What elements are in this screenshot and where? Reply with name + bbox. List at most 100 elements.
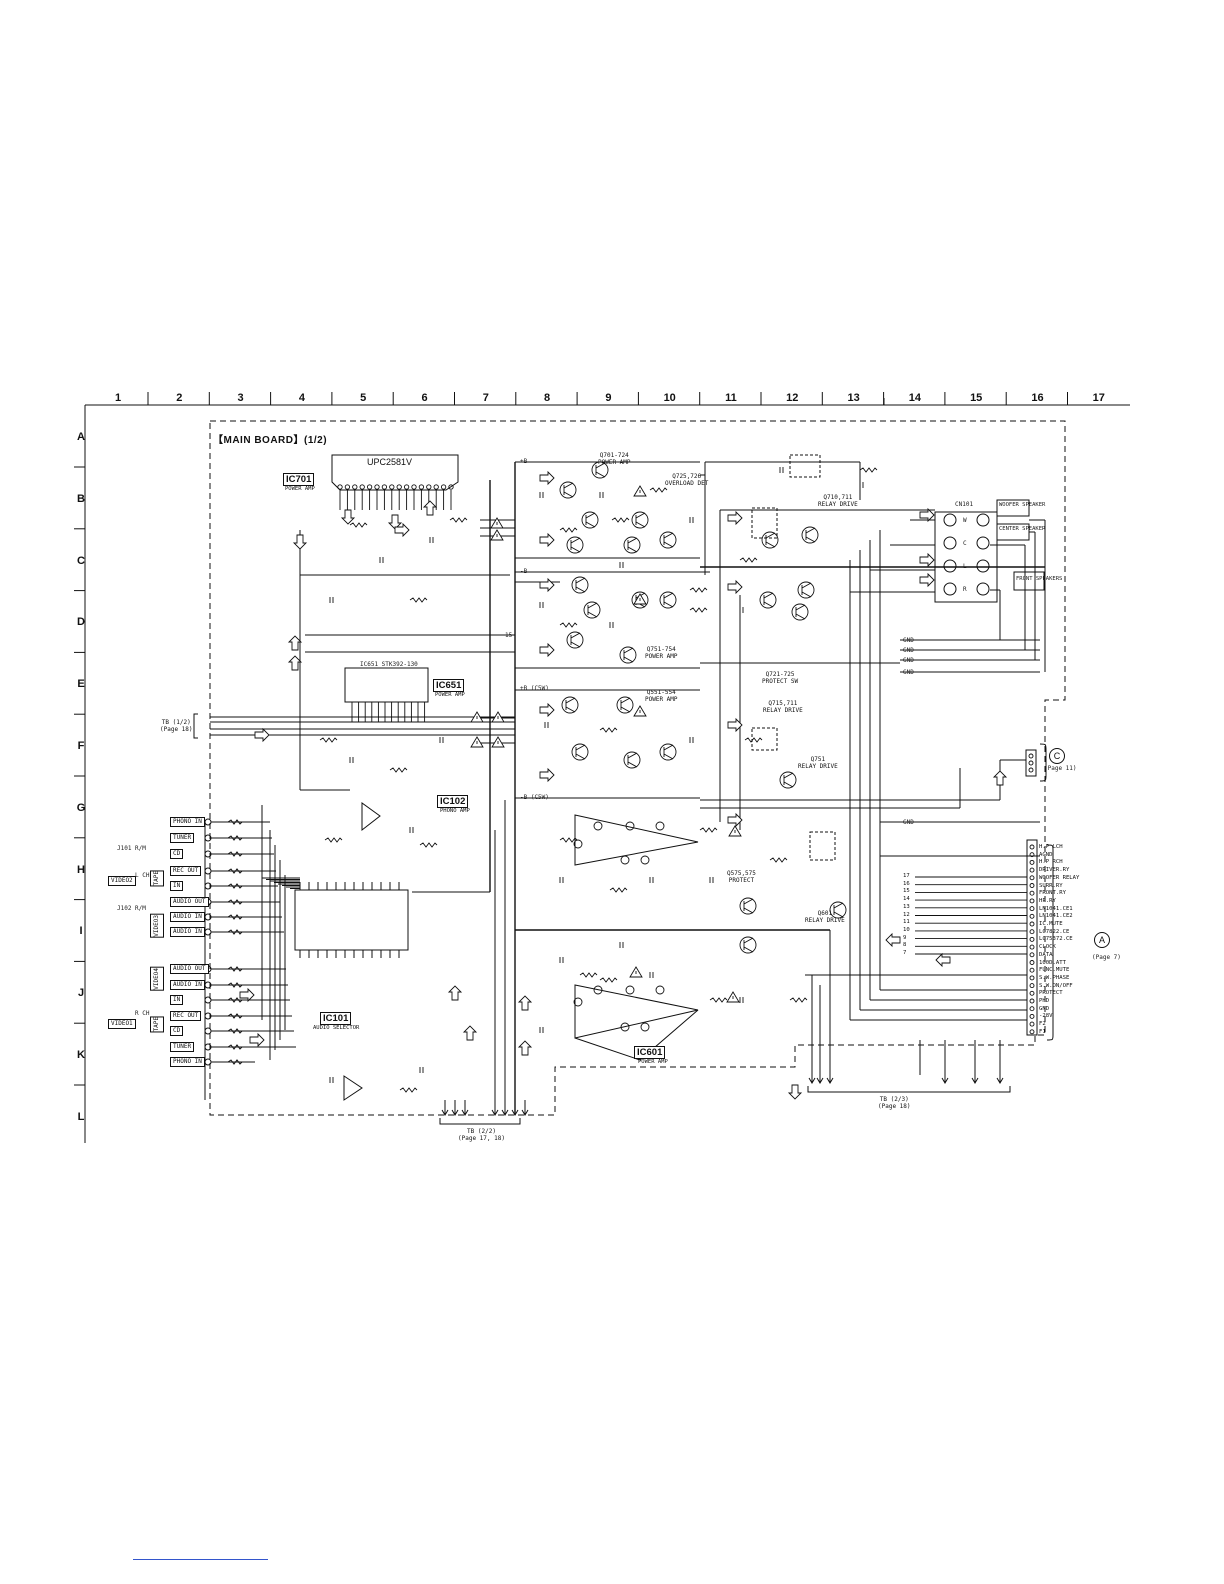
column-label: 10 — [663, 392, 676, 404]
signal-name: F1 — [1039, 1028, 1046, 1035]
input-jack-label: REC OUT — [170, 866, 202, 876]
rail-label-gnd3: GND — [903, 657, 914, 664]
rail-label-gnd5: GND — [903, 819, 914, 826]
jack-label-j101: J101 R/M — [117, 845, 146, 852]
signal-name: DRIVER.RY — [1039, 867, 1070, 874]
signal-name: CLOCK — [1039, 944, 1056, 951]
connector-ref-a[interactable]: A — [1094, 932, 1110, 948]
connector-ref-c[interactable]: C — [1049, 748, 1065, 764]
rail-label-gnd1: GND — [903, 637, 914, 644]
column-label: 4 — [298, 392, 305, 404]
signal-name: S.W.PHASE — [1039, 974, 1070, 981]
signal-name: PROTECT — [1039, 990, 1063, 997]
input-jack-label: AUDIO IN — [170, 980, 205, 990]
row-label: K — [77, 1049, 85, 1061]
pin-number: 17 — [903, 873, 910, 879]
group-label-tape-top: TAPE — [150, 870, 164, 887]
input-jack-label: IN — [170, 995, 184, 1005]
column-label: 17 — [1092, 392, 1105, 404]
rail-label-plus-b-c5w: +B (C5W) — [520, 685, 549, 692]
signal-name: SURR.RY — [1039, 882, 1063, 889]
pin-number: 15 — [903, 888, 910, 895]
column-label: 16 — [1031, 392, 1044, 404]
input-jack-label: AUDIO OUT — [170, 897, 209, 907]
signal-name: LC75372.CE — [1039, 936, 1073, 943]
speaker-channel-label: R — [963, 586, 967, 593]
input-jack-label: PHONO IN — [170, 817, 205, 827]
tb1-ref: TB (1/2)(Page 18) — [160, 719, 193, 733]
row-label: D — [77, 616, 85, 629]
row-label: E — [77, 678, 85, 691]
input-jack-label: REC OUT — [170, 1011, 202, 1021]
front-speakers-label: FRONT SPEAKERS — [1016, 576, 1063, 582]
input-jack-label: AUDIO IN — [170, 912, 205, 922]
input-jack-label: IN — [170, 881, 184, 891]
ic101-title: IC101 — [320, 1012, 352, 1025]
signal-name: F2 — [1039, 1021, 1046, 1028]
page-footer-rule — [133, 1559, 268, 1560]
group-label-video3: VIDEO3 — [150, 914, 164, 938]
rail-label-minus-b: -B — [520, 568, 528, 575]
row-label: F — [77, 740, 85, 752]
column-label: 15 — [970, 392, 983, 404]
input-jack-label: PHONO IN — [170, 1057, 205, 1067]
row-label: G — [76, 801, 86, 814]
rail-label-minus-b-c5w: -B (C5W) — [520, 794, 549, 801]
ic601-title: IC601 — [634, 1046, 666, 1059]
column-label: 5 — [360, 392, 367, 404]
input-jack-label: TUNER — [170, 1042, 195, 1052]
column-label: 2 — [176, 392, 183, 404]
row-label: L — [77, 1110, 85, 1123]
signal-name: HP.RY — [1039, 897, 1056, 904]
ic651-title: IC651 — [433, 679, 465, 692]
rail-label-15: 15 — [505, 632, 513, 639]
ic701-subtitle: POWER AMP — [285, 486, 315, 492]
ic651-part-number: IC651 STK392-130 — [360, 661, 418, 668]
input-jack-label: CD — [170, 849, 184, 859]
jack-label-j102: J102 R/M — [117, 905, 146, 912]
signal-name: LN1041.CE2 — [1039, 913, 1073, 920]
row-label: B — [77, 492, 85, 505]
column-label: 1 — [114, 392, 122, 404]
pin-number: 9 — [903, 934, 907, 941]
signal-name: H.P LCH — [1039, 844, 1063, 850]
input-jack-label: AUDIO OUT — [170, 964, 209, 974]
group-label-tape-bottom: TAPE — [150, 1016, 164, 1033]
ic601-subtitle: POWER AMP — [638, 1059, 668, 1065]
column-label: 11 — [725, 392, 737, 404]
column-label: 3 — [237, 392, 244, 404]
pin-number: 7 — [903, 950, 907, 957]
signal-name: IC.MUTE — [1039, 921, 1063, 928]
signal-name: FUNC.MUTE — [1039, 967, 1070, 974]
column-label: 12 — [786, 392, 799, 404]
ic701-title: IC701 — [283, 473, 315, 486]
connector-c-page[interactable]: (Page 11) — [1044, 765, 1077, 772]
ic701-part-number: UPC2581V — [367, 457, 413, 467]
tb2-ref: TB (2/2)(Page 17, 18) — [458, 1128, 505, 1142]
input-jack-label: TUNER — [170, 833, 195, 843]
column-label: 6 — [421, 392, 428, 404]
column-label: 9 — [605, 392, 612, 404]
woofer-speaker-label: WOOFER SPEAKER — [999, 502, 1046, 508]
column-label: 8 — [544, 392, 551, 404]
signal-name: AGND — [1039, 851, 1053, 858]
group-label-video1: VIDEO1 — [108, 1019, 136, 1029]
pin-number: 16 — [903, 880, 910, 887]
ic102-subtitle: PHONO AMP — [440, 808, 470, 814]
signal-name: LC7822.CE — [1039, 928, 1070, 935]
connector-a-page[interactable]: (Page 7) — [1092, 954, 1121, 961]
column-label: 14 — [908, 392, 922, 404]
group-label-video2: VIDEO2 — [108, 876, 136, 886]
